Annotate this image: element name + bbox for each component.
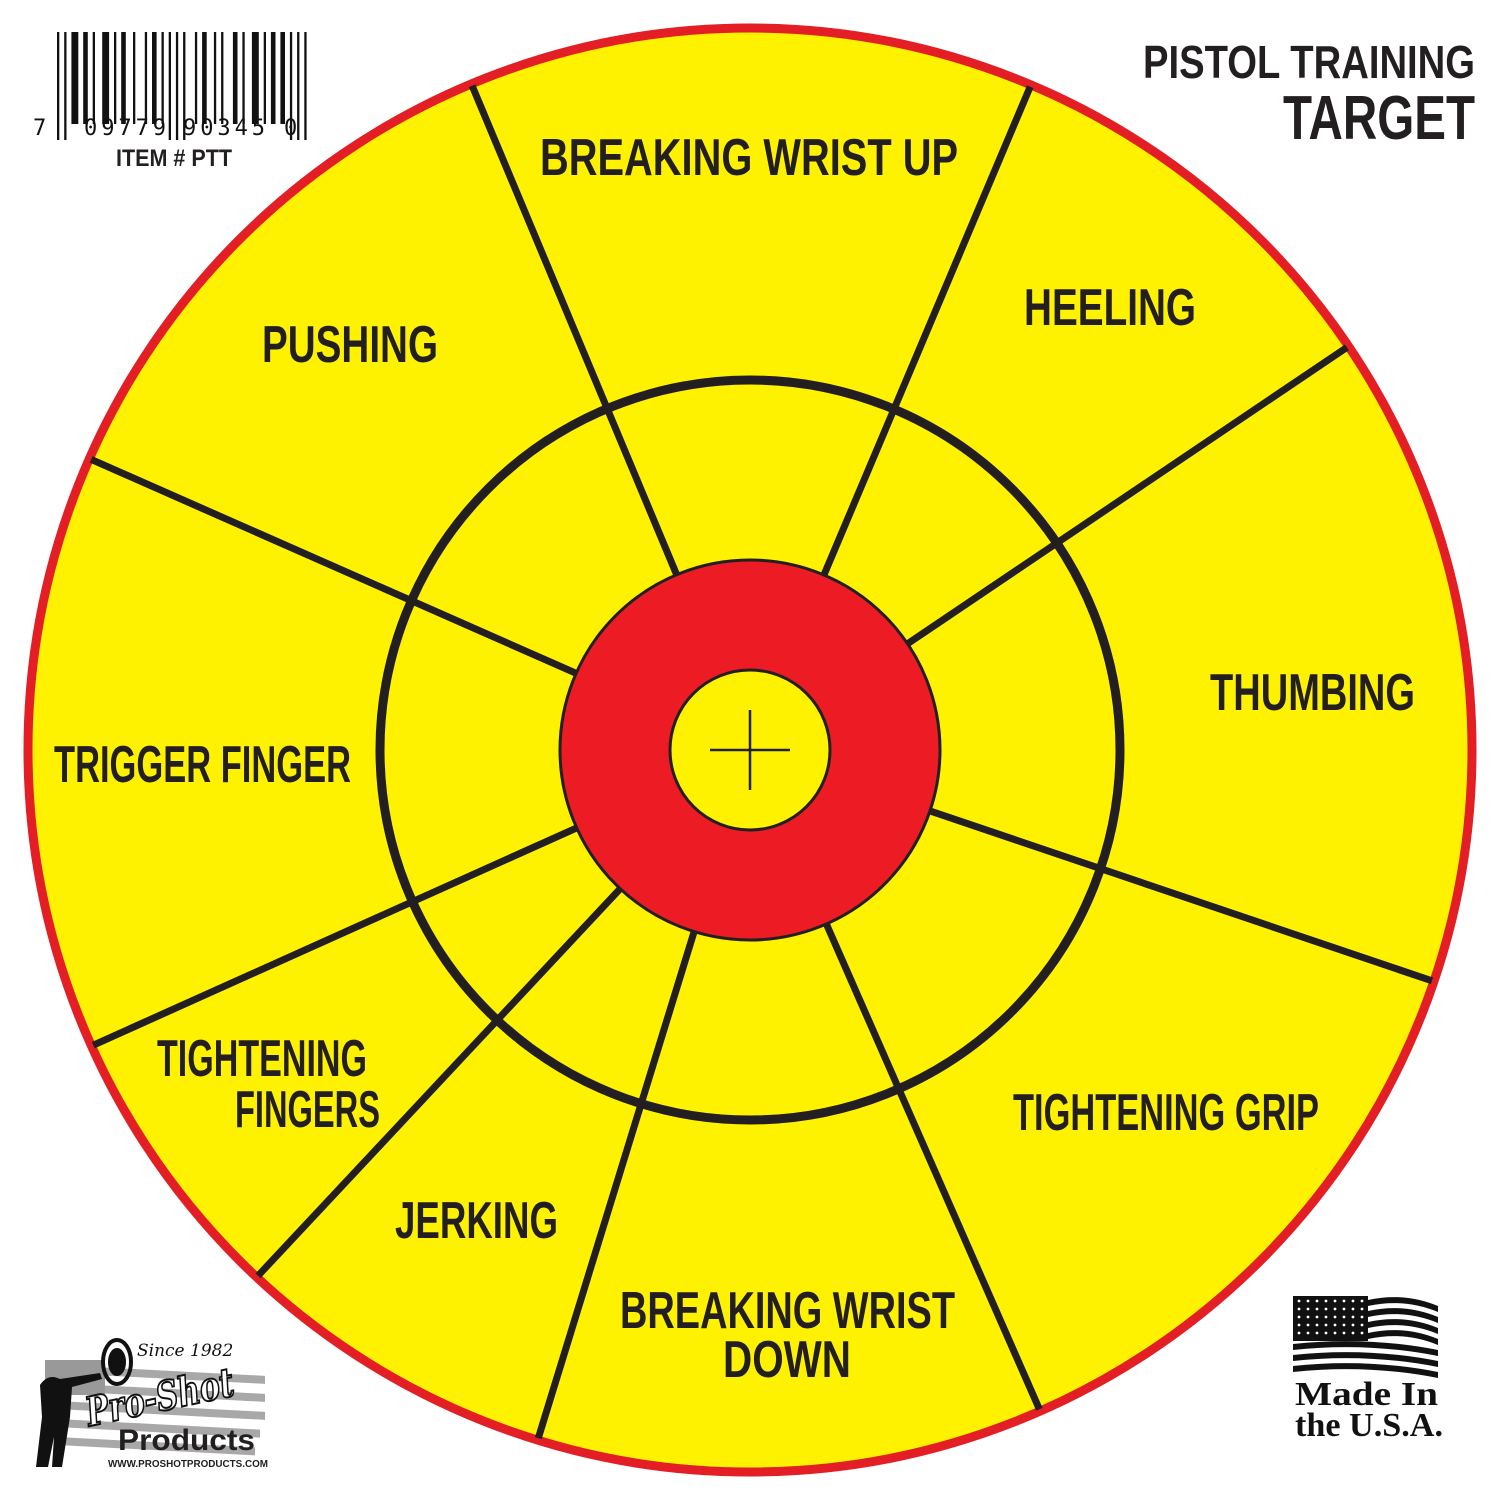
barcode-bar [102,32,110,124]
zone-label-thumbing: THUMBING [1210,664,1415,722]
barcode-bar [64,32,67,140]
barcode-bar [183,32,186,140]
inner-ring [375,375,1125,1125]
barcode-bar [289,32,293,140]
barcode-bar [194,32,198,124]
crosshair-icon [710,710,790,790]
barcode-bar [92,32,95,124]
zone-divider-line [255,886,623,1279]
barcode-bar [242,32,245,124]
zone-label-tightening-fingers-line2: FINGERS [235,1081,380,1139]
barcode-bar [57,32,60,140]
barcode-digits-right: 90345 [183,116,265,141]
title-line2: TARGET [1283,84,1475,153]
barcode-bar [297,32,300,140]
barcode-bar [133,32,136,124]
made-in-line1: Made In [1295,1376,1438,1413]
barcode-digits-left: 09779 [84,116,166,141]
zone-label-tightening-grip: TIGHTENING GRIP [1013,1084,1319,1142]
zone-dividers [89,84,1434,1440]
barcode-bar [71,32,79,124]
barcode-bar [161,32,164,124]
zone-label-tightening-fingers-line1: TIGHTENING [157,1030,367,1088]
zone-label-heeling: HEELING [1024,279,1196,337]
zone-divider-line [928,807,1434,985]
us-flag-icon [1293,1296,1438,1378]
barcode-digit-lead: 7 [33,116,46,141]
made-in-line2: the U.S.A. [1295,1407,1443,1444]
barcode-bar [221,32,224,124]
barcode-bar [251,32,259,124]
zone-divider-line [905,344,1349,647]
barcode [57,32,307,140]
made-in-usa-badge: Made In the U.S.A. [1293,1296,1443,1444]
item-number: ITEM # PTT [116,145,232,172]
zone-divider-line [820,85,1034,577]
barcode-bar [304,32,307,140]
barcode-bar [121,32,126,124]
pro-shot-logo: Since 1982 Pro-Shot Products WWW.PROSHOT… [36,1338,268,1470]
zone-divider-line [823,922,1043,1411]
zone-label-jerking: JERKING [395,1192,558,1250]
barcode-bar [213,32,217,124]
barcode-bar [202,32,207,124]
barcode-bar [232,32,238,124]
zone-label-breaking-wrist-up: BREAKING WRIST UP [540,129,958,187]
zone-divider-line [89,456,578,677]
barcode-bar [263,32,266,124]
zone-label-pushing: PUSHING [262,316,438,374]
barcode-bar [175,32,179,140]
logo-since: Since 1982 [137,1341,233,1361]
shooter-silhouette-icon [36,1373,102,1467]
zone-divider-line [468,84,680,577]
zone-label-trigger-finger: TRIGGER FINGER [54,736,351,794]
barcode-bar [144,32,148,124]
zone-divider-line [91,824,579,1049]
barcode-bar [270,32,276,124]
zone-divider-line [534,930,698,1440]
logo-products: Products [118,1424,255,1457]
barcode-bar [114,32,117,124]
barcode-digit-check: 0 [284,116,297,141]
title-line1: PISTOL TRAINING [1143,36,1475,88]
barcode-bar [152,32,157,124]
zone-label-breaking-wrist-down-line2: DOWN [723,1331,851,1389]
barcode-bar [168,32,171,140]
barcode-bar [83,32,88,124]
barcode-bar [280,32,285,124]
target-logo-icon [101,1338,133,1386]
zone-label-breaking-wrist-down-line1: BREAKING WRIST [620,1282,955,1340]
logo-url: WWW.PROSHOTPRODUCTS.COM [108,1459,268,1470]
